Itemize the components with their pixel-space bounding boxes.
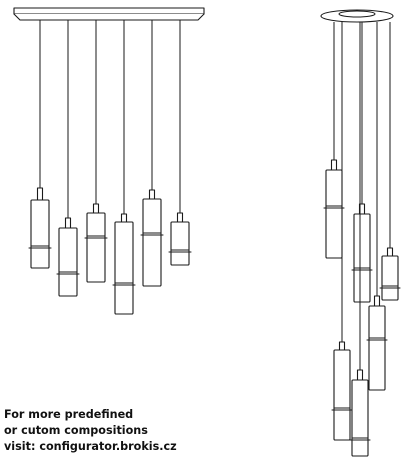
left-canopy bbox=[13, 7, 205, 21]
left-composition bbox=[13, 7, 205, 315]
left-pendant-3 bbox=[84, 20, 108, 283]
right-pendant-5 bbox=[331, 22, 353, 441]
right-pendant-3 bbox=[379, 22, 401, 301]
left-pendant-1 bbox=[28, 20, 52, 269]
right-canopy bbox=[320, 9, 394, 23]
right-pendant-2 bbox=[351, 22, 373, 303]
right-pendant-6 bbox=[349, 22, 371, 457]
composition-note: For more predefined or cutom composition… bbox=[4, 407, 177, 455]
caption-line-3: visit: configurator.brokis.cz bbox=[4, 440, 177, 453]
right-pendant-1 bbox=[323, 22, 345, 259]
right-composition bbox=[320, 9, 401, 457]
left-pendant-4 bbox=[112, 20, 136, 315]
left-pendant-2 bbox=[56, 20, 80, 297]
right-pendant-4 bbox=[366, 22, 388, 391]
left-pendant-5 bbox=[140, 20, 164, 287]
caption-line-1: For more predefined bbox=[4, 408, 134, 421]
left-pendant-6 bbox=[168, 20, 192, 266]
caption-line-2: or cutom compositions bbox=[4, 424, 148, 437]
